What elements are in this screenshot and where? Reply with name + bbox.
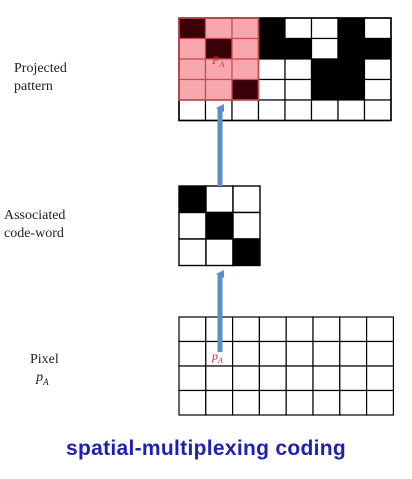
pixel-label-line1: Pixel [30, 352, 59, 367]
projected-window-border [178, 17, 260, 101]
codeword-cell [232, 185, 261, 214]
pixel-cell [339, 389, 368, 416]
projected-cell [337, 37, 366, 60]
pixel-cell [205, 389, 234, 416]
projected-cell [284, 17, 313, 40]
codeword-cell [178, 211, 207, 240]
projected-cell [231, 37, 260, 60]
pixel-cell [366, 316, 395, 343]
pixel-cell [366, 389, 395, 416]
associated-label-line1: Associated [4, 208, 66, 223]
projected-cell [257, 37, 286, 60]
pixel-label: Pixel pA [30, 351, 59, 391]
codeword-grid [178, 185, 261, 267]
pixel-cell [285, 316, 314, 343]
pixel-cell [339, 365, 368, 392]
pixel-cell [178, 340, 207, 367]
pixel-cell [232, 365, 261, 392]
projected-label-line1: Projected [14, 61, 67, 76]
pixel-cell [178, 365, 207, 392]
projected-cell [310, 99, 339, 122]
projected-cell [257, 58, 286, 81]
codeword-cell [178, 185, 207, 214]
projected-cell [284, 58, 313, 81]
projected-cell [363, 37, 392, 60]
projected-cell [231, 17, 260, 40]
pixel-cell [312, 340, 341, 367]
projected-center-label: PA [211, 53, 224, 69]
pixel-grid [178, 316, 395, 416]
diagram-caption: spatial-multiplexing coding [66, 437, 346, 460]
codeword-cell [178, 238, 207, 267]
pixel-cell [339, 316, 368, 343]
pixel-cell [366, 365, 395, 392]
projected-cell [231, 99, 260, 122]
projected-cell [204, 78, 233, 101]
codeword-cell [232, 211, 261, 240]
codeword-cell [205, 238, 234, 267]
projected-cell [363, 99, 392, 122]
projected-cell [284, 37, 313, 60]
projected-cell [337, 99, 366, 122]
projected-cell [337, 58, 366, 81]
projected-cell [284, 78, 313, 101]
projected-cell [178, 78, 207, 101]
projected-cell [257, 78, 286, 101]
pixel-cell [285, 340, 314, 367]
pixel-cell [232, 316, 261, 343]
projected-cell [178, 99, 207, 122]
pixel-cell [258, 365, 287, 392]
projected-cell [337, 17, 366, 40]
pixel-cell [258, 389, 287, 416]
projected-cell [257, 99, 286, 122]
projected-pattern-grid [178, 17, 392, 122]
pixel-cell [232, 389, 261, 416]
pixel-cell [258, 340, 287, 367]
projected-cell [363, 78, 392, 101]
pixel-cell-label: pA [211, 349, 223, 365]
associated-label-line2: code-word [4, 226, 64, 241]
pixel-cell [232, 340, 261, 367]
projected-cell [337, 78, 366, 101]
projected-cell [310, 78, 339, 101]
codeword-cell [205, 211, 234, 240]
pixel-cell [205, 365, 234, 392]
pixel-cell [178, 316, 207, 343]
associated-codeword-label: Associated code-word [4, 207, 65, 243]
projected-cell [178, 17, 207, 40]
projected-cell [178, 58, 207, 81]
projected-cell [284, 99, 313, 122]
pixel-cell [312, 389, 341, 416]
projected-cell [204, 17, 233, 40]
projected-cell [363, 58, 392, 81]
projected-cell [310, 17, 339, 40]
pixel-cell [312, 365, 341, 392]
projected-cell [231, 58, 260, 81]
projected-cell [310, 37, 339, 60]
pixel-cell [312, 316, 341, 343]
codeword-cell [205, 185, 234, 214]
projected-cell [363, 17, 392, 40]
pixel-cell [285, 389, 314, 416]
pixel-cell [258, 316, 287, 343]
projected-label-line2: pattern [14, 79, 53, 94]
pixel-cell [178, 389, 207, 416]
projected-cell [310, 58, 339, 81]
projected-cell [231, 78, 260, 101]
pixel-cell [285, 365, 314, 392]
projected-pattern-label: Projected pattern [14, 60, 67, 96]
pixel-cell [366, 340, 395, 367]
projected-cell [178, 37, 207, 60]
pixel-label-line2: pA [36, 370, 49, 387]
codeword-cell [232, 238, 261, 267]
pixel-cell [339, 340, 368, 367]
projected-cell [257, 17, 286, 40]
